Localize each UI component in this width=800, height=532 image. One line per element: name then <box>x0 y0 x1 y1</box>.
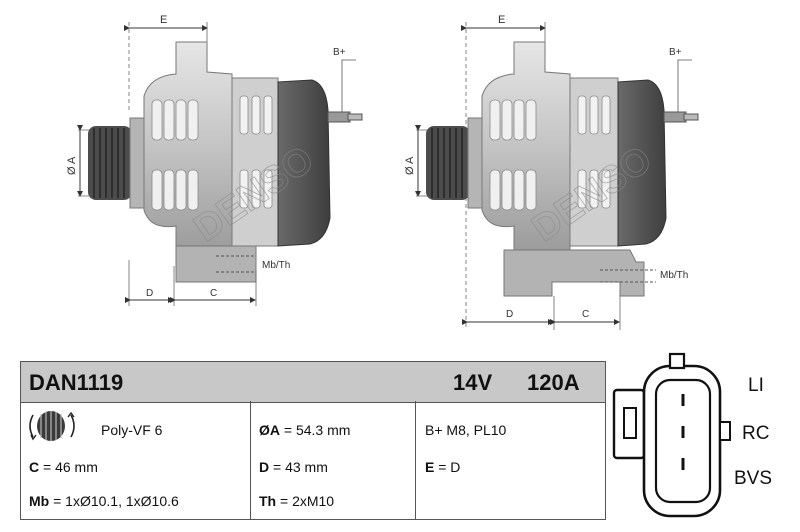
spec-th-value: = 2xM10 <box>276 493 335 509</box>
spec-c-value: = 46 mm <box>39 459 98 475</box>
spec-th-key: Th <box>259 493 277 509</box>
pin-label-bvs: BVS <box>734 468 773 489</box>
mb-th-label-right: Mb/Th <box>660 270 688 281</box>
pulley-icon <box>29 411 75 441</box>
dim-c-label-left: C <box>210 288 217 299</box>
voltage: 14V <box>453 370 493 395</box>
right-view: E Ø A B+ <box>404 14 699 330</box>
spec-bplus: B+ M8, PL10 <box>425 422 507 438</box>
pin-label-rc: RC <box>742 423 770 444</box>
spec-mb: Mb = 1xØ10.1, 1xØ10.6 <box>29 493 179 509</box>
spec-a-value: = 54.3 mm <box>280 422 351 438</box>
spec-mb-key: Mb <box>29 493 50 509</box>
spec-body: Poly-VF 6 C = 46 mm Mb = 1xØ10.1, 1xØ10.… <box>20 401 606 520</box>
alternator-drawing: E Ø A <box>66 14 699 330</box>
dim-d-label-left: D <box>146 288 153 299</box>
spec-d-key: D <box>259 459 270 475</box>
spec-header: DAN1119 14V 120A <box>20 361 606 403</box>
connector-plug-diagram <box>612 352 731 518</box>
model-number: DAN1119 <box>29 370 124 395</box>
column-divider <box>415 401 416 519</box>
pulley-type: Poly-VF 6 <box>101 422 163 438</box>
spec-c: C = 46 mm <box>29 459 98 475</box>
spec-a: ØA = 54.3 mm <box>259 422 350 438</box>
spec-e: E = D <box>425 459 460 475</box>
b-plus-label-left: B+ <box>333 47 346 58</box>
dim-e-label-left: E <box>160 14 167 26</box>
dim-a-label-left: Ø A <box>66 156 78 175</box>
spec-d: D = 43 mm <box>259 459 328 475</box>
mb-th-label-left: Mb/Th <box>262 260 290 271</box>
spec-e-key: E <box>425 459 435 475</box>
left-view: E Ø A <box>66 14 363 306</box>
dim-c-label-right: C <box>582 309 589 320</box>
pin-label-li: LI <box>748 375 764 396</box>
amperage: 120A <box>527 370 580 395</box>
dim-d-label-right: D <box>506 309 513 320</box>
spec-a-key: ØA <box>259 422 280 438</box>
spec-d-value: = 43 mm <box>269 459 328 475</box>
spec-e-value: = D <box>434 459 461 475</box>
spec-th: Th = 2xM10 <box>259 493 334 509</box>
spec-mb-value: = 1xØ10.1, 1xØ10.6 <box>49 493 179 509</box>
spec-table: DAN1119 14V 120A Poly-VF 6 C = 46 mm Mb … <box>20 361 606 521</box>
dim-a-label-right: Ø A <box>404 156 416 175</box>
dim-e-label-right: E <box>498 14 505 26</box>
b-plus-label-right: B+ <box>669 47 682 58</box>
column-divider <box>250 401 251 519</box>
spec-c-key: C <box>29 459 40 475</box>
